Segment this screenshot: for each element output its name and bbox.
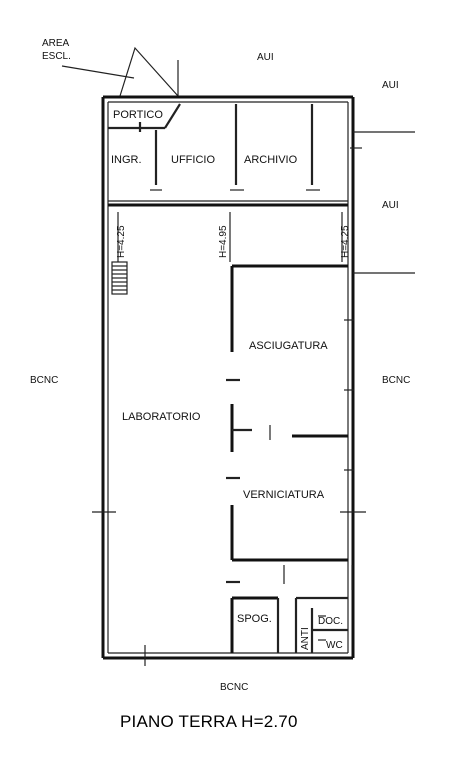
area-escl-label-2: ESCL. (42, 51, 71, 62)
area-escl-label-1: AREA (42, 38, 70, 49)
room-ingresso: INGR. (111, 154, 142, 166)
room-asciugatura: ASCIUGATURA (249, 340, 328, 352)
bcnc-right-label: BCNC (382, 375, 410, 386)
room-laboratorio: LABORATORIO (122, 411, 201, 423)
aui-right-mid-label: AUI (382, 200, 399, 211)
aui-right-top-label: AUI (382, 80, 399, 91)
plan-title: PIANO TERRA H=2.70 (120, 712, 298, 731)
room-wc: WC (326, 640, 343, 651)
room-verniciatura: VERNICIATURA (243, 489, 325, 501)
height-right: H=4.25 (340, 225, 351, 258)
area-escl-marker (61, 46, 179, 97)
height-left: H=4.25 (116, 225, 127, 258)
room-portico: PORTICO (113, 109, 163, 121)
boundary-lines (92, 131, 415, 666)
inner-room-walls (226, 264, 354, 562)
aui-top-label: AUI (257, 52, 274, 63)
room-doccia: DOC. (318, 616, 343, 627)
office-walls (108, 103, 348, 207)
room-archivio: ARCHIVIO (244, 154, 298, 166)
outer-walls (101, 95, 355, 660)
height-markers (117, 212, 343, 262)
height-center: H=4.95 (218, 225, 229, 258)
room-ufficio: UFFICIO (171, 154, 215, 166)
bcnc-left-label: BCNC (30, 375, 58, 386)
room-spogliatoio: SPOG. (237, 613, 272, 625)
room-anti: ANTI (300, 627, 311, 650)
stair-symbol (111, 261, 128, 295)
service-walls (226, 565, 353, 653)
bcnc-bottom-label: BCNC (220, 682, 248, 693)
